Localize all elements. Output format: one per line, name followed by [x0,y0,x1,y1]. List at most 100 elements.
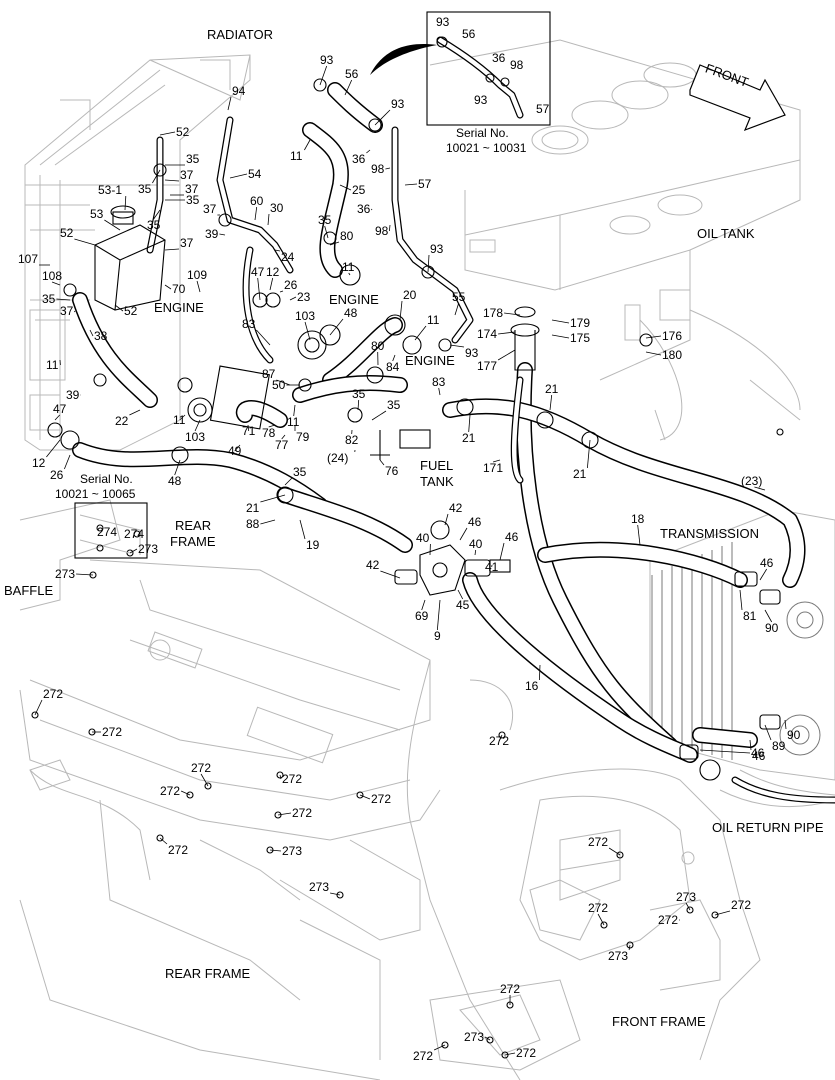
leader-line [749,739,752,751]
inset-frame-left [74,502,148,559]
callout-number: 272 [413,1049,433,1063]
label-front-frame: FRONT FRAME [612,1014,706,1029]
inset-left-callout-number: 274 [97,525,117,539]
leader-line [764,609,773,623]
callout-number: 52 [176,125,190,139]
leader-line [784,719,787,730]
leader-line [427,254,430,273]
leader-line [504,1052,516,1056]
callout-number: 71 [242,424,256,438]
label-engine-mid: ENGINE [329,292,379,307]
callout-number: 77 [275,438,289,452]
callout-number: 103 [185,430,205,444]
leader-line [754,486,766,491]
leader-line [764,724,772,741]
callout-number: 272 [102,725,122,739]
leader-line [260,519,276,525]
leader-line [449,344,465,348]
callout-number: 11 [427,313,440,327]
callout-number: 37 [185,182,199,196]
leader-line [551,334,570,339]
callout-number: 272 [191,761,211,775]
callout-number: 107 [18,252,38,266]
callout-number: 48 [344,306,358,320]
callout-number: 272 [160,784,180,798]
callout-number: 57 [418,177,432,191]
leader-line [498,734,503,742]
inset-top-serial-range: 10021 ~ 10031 [446,141,527,155]
leader-line [739,589,743,611]
callout-number: 35 [387,398,401,412]
callout-number: 80 [371,339,385,353]
callout-number: 12 [32,456,46,470]
leader-line [227,96,232,111]
leader-line [284,477,293,486]
leader-line [254,206,258,221]
callout-number: 21 [246,501,260,515]
callout-number: 47 [53,402,67,416]
callout-number: 35 [186,152,200,166]
inset-top-callout-number: 93 [474,93,488,107]
label-transmission: TRANSMISSION [660,526,759,541]
callout-number: 46 [752,749,766,763]
leader-line [498,331,516,335]
callout-number: 25 [352,183,366,197]
callout-number: 273 [676,890,696,904]
leader-line [329,318,344,336]
front-direction-arrow [689,64,786,132]
callout-number: 21 [545,382,559,396]
leader-line [359,794,371,800]
inset-top-artwork [436,36,524,119]
callout-number: 272 [168,843,188,857]
callout-number: 56 [345,67,359,81]
leader-line [714,910,731,916]
leader-line [304,321,311,341]
leader-line [319,65,328,86]
leader-lines [34,65,787,1056]
inset-top-callout-number: 36 [492,51,506,65]
label-rear: REAR [175,518,211,533]
leader-line [289,296,297,301]
leader-line [457,589,464,600]
callout-number: 90 [787,728,801,742]
leader-line [504,312,521,316]
leader-line [468,414,471,433]
callout-number: 12 [266,265,280,279]
callout-number: 98 [375,224,389,238]
inset-left-serial-range: 10021 ~ 10065 [55,487,136,501]
callout-number: 84 [386,360,400,374]
callout-number: 272 [371,792,391,806]
callout-number: 18 [631,512,645,526]
callout-number: 21 [462,431,476,445]
leader-line [276,379,291,386]
callout-number: 30 [270,201,284,215]
callout-number: 35 [293,465,307,479]
inset-top-callout-number: 93 [436,15,450,29]
leader-line [274,249,281,252]
callout-number: 21 [573,467,587,481]
leader-line [124,195,127,211]
leader-line [200,773,209,787]
leader-line [484,1036,491,1041]
callout-number: 87 [262,367,276,381]
callout-number: 60 [250,194,264,208]
callout-number: 26 [50,468,64,482]
callout-number: (24) [327,451,348,465]
callout-number: 272 [292,806,312,820]
label-radiator: RADIATOR [207,27,273,42]
callout-number: 69 [415,609,429,623]
callout-number: 26 [284,278,298,292]
callout-number: 39 [66,388,80,402]
leader-line [269,849,282,852]
leader-line [759,568,768,581]
callout-number: 80 [340,229,354,243]
callout-number: 11 [290,149,303,163]
callout-number: 177 [477,359,497,373]
leader-line [267,213,270,226]
callout-number: 54 [248,167,262,181]
callout-number: 37 [60,304,74,318]
callout-number: 109 [187,268,207,282]
leader-line [256,329,271,346]
